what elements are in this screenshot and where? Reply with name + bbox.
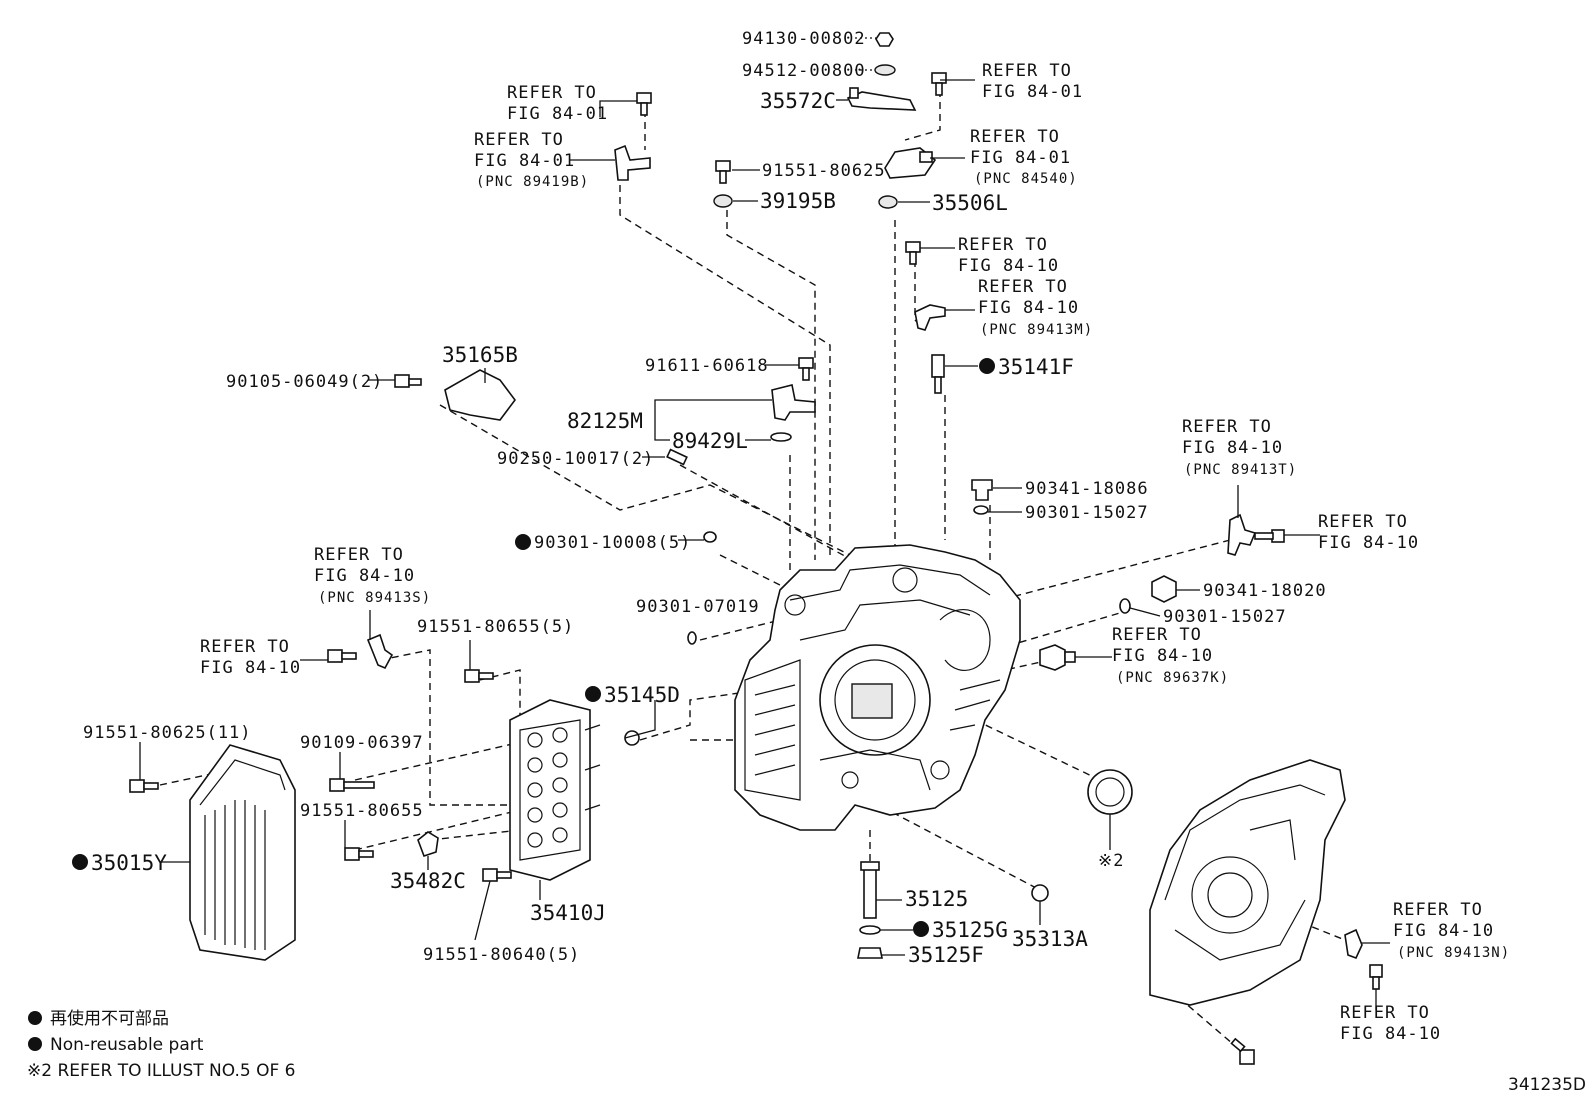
part-label-35313A: 35313A	[1012, 927, 1088, 951]
refer-4-line1: REFER TO	[970, 127, 1060, 147]
refer-6-line1: REFER TO	[978, 277, 1068, 297]
refer-11-line2: FIG 84-10	[200, 658, 301, 678]
non-reusable-mark	[72, 854, 88, 870]
refer-3-line2: FIG 84-01	[507, 104, 608, 124]
part-label-91551-80655: 91551-80655	[300, 801, 424, 821]
part-label-35125G: 35125G	[932, 918, 1008, 942]
part-label-35125: 35125	[905, 887, 968, 911]
part-label-90301-15027-b: 90301-15027	[1163, 607, 1287, 627]
legend-en: Non-reusable part	[50, 1035, 204, 1055]
refer-10-line2: FIG 84-10	[314, 566, 415, 586]
part-label-90105-06049: 90105-06049(2)	[226, 372, 383, 392]
part-label-91551-80625: 91551-80625	[762, 161, 886, 181]
part-label-35015Y: 35015Y	[91, 851, 167, 875]
part-label-94130-00802: 94130-00802	[742, 29, 866, 49]
transmission-case	[734, 544, 1021, 831]
assembly-lines	[159, 90, 1346, 1051]
refer-9-pnc: (PNC 89637K)	[1116, 670, 1229, 686]
part-label-90341-18086: 90341-18086	[1025, 479, 1149, 499]
part-label-91611-60618: 91611-60618	[645, 356, 769, 376]
refer-13-line1: REFER TO	[1340, 1003, 1430, 1023]
transaxle-housing	[1149, 759, 1346, 1006]
refer-5-line2: FIG 84-10	[958, 256, 1059, 276]
refer-9-line1: REFER TO	[1112, 625, 1202, 645]
part-label-35145D: 35145D	[604, 683, 680, 707]
legend: 再使用不可部品 Non-reusable part ※2 REFER TO IL…	[27, 1008, 295, 1081]
refer-12-line1: REFER TO	[1393, 900, 1483, 920]
part-label-90341-18020: 90341-18020	[1203, 581, 1327, 601]
part-label-35410J: 35410J	[530, 901, 606, 925]
refer-8-line2: FIG 84-10	[1318, 533, 1419, 553]
refer-7-line1: REFER TO	[1182, 417, 1272, 437]
legend-note: ※2 REFER TO ILLUST NO.5 OF 6	[27, 1061, 295, 1081]
refer-10-line1: REFER TO	[314, 545, 404, 565]
part-label-35141F: 35141F	[998, 355, 1074, 379]
refer-2-line1: REFER TO	[474, 130, 564, 150]
part-label-91551-80625-11: 91551-80625(11)	[83, 723, 252, 743]
refer-3-line1: REFER TO	[507, 83, 597, 103]
part-label-35165B: 35165B	[442, 343, 518, 367]
non-reusable-mark	[515, 534, 531, 550]
part-label-35572C: 35572C	[760, 89, 836, 113]
part-labels: 94130-00802 94512-00800 35572C 91551-806…	[72, 29, 1327, 967]
refer-10-pnc: (PNC 89413S)	[318, 590, 431, 606]
non-reusable-mark	[913, 921, 929, 937]
small-parts	[129, 32, 1383, 1065]
refer-7-pnc: (PNC 89413T)	[1184, 462, 1297, 478]
refer-5-line1: REFER TO	[958, 235, 1048, 255]
illustration-id: 341235D	[1508, 1075, 1586, 1095]
refer-12-pnc: (PNC 89413N)	[1397, 945, 1510, 961]
legend-dot-en	[28, 1037, 42, 1051]
valve-body	[509, 699, 601, 881]
part-label-39195B: 39195B	[760, 189, 836, 213]
part-label-35506L: 35506L	[932, 191, 1008, 215]
part-label-35125F: 35125F	[908, 943, 984, 967]
refer-13-line2: FIG 84-10	[1340, 1024, 1441, 1044]
part-label-94512-00800: 94512-00800	[742, 61, 866, 81]
part-label-mark-2: ※2	[1098, 851, 1124, 871]
refer-9-line2: FIG 84-10	[1112, 646, 1213, 666]
part-label-91551-80655-5: 91551-80655(5)	[417, 617, 574, 637]
refer-8-line1: REFER TO	[1318, 512, 1408, 532]
part-label-35482C: 35482C	[390, 869, 466, 893]
refer-1-line1: REFER TO	[982, 61, 1072, 81]
oil-pan	[189, 744, 296, 961]
part-label-90301-10008: 90301-10008(5)	[534, 533, 691, 553]
part-label-90301-15027-a: 90301-15027	[1025, 503, 1149, 523]
refer-2-line2: FIG 84-01	[474, 151, 575, 171]
part-label-82125M: 82125M	[567, 409, 643, 433]
part-label-91551-80640: 91551-80640(5)	[423, 945, 580, 965]
refer-12-line2: FIG 84-10	[1393, 921, 1494, 941]
refer-4-pnc: (PNC 84540)	[974, 171, 1078, 187]
refer-4-line2: FIG 84-01	[970, 148, 1071, 168]
part-label-90301-07019: 90301-07019	[636, 597, 760, 617]
refer-11-line1: REFER TO	[200, 637, 290, 657]
part-label-89429L: 89429L	[672, 429, 748, 453]
part-label-90109-06397: 90109-06397	[300, 733, 424, 753]
refer-6-pnc: (PNC 89413M)	[980, 322, 1093, 338]
refer-labels: REFER TO FIG 84-01 REFER TO FIG 84-01 RE…	[200, 61, 1510, 1044]
refer-1-line2: FIG 84-01	[982, 82, 1083, 102]
part-label-90250-10017: 90250-10017(2)	[497, 449, 654, 469]
legend-dot-jp	[28, 1011, 42, 1025]
legend-jp: 再使用不可部品	[50, 1008, 169, 1029]
leader-lines	[139, 37, 1390, 1010]
non-reusable-mark	[585, 686, 601, 702]
refer-7-line2: FIG 84-10	[1182, 438, 1283, 458]
refer-6-line2: FIG 84-10	[978, 298, 1079, 318]
refer-2-pnc: (PNC 89419B)	[476, 174, 589, 190]
non-reusable-mark	[979, 358, 995, 374]
